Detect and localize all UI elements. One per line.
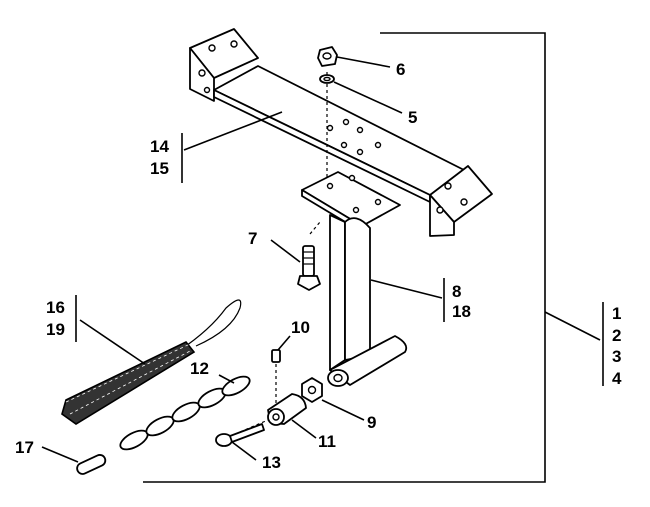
callout-8: 8 [452, 282, 461, 301]
callout-3: 3 [612, 347, 621, 366]
nut-part [317, 46, 338, 67]
sleeve-part [267, 393, 307, 426]
assembly-leader [544, 311, 601, 341]
callout-2: 2 [612, 326, 621, 345]
callout-12: 12 [190, 359, 209, 378]
stand-post [301, 171, 408, 387]
foot-nut-part [301, 377, 323, 403]
callout-1: 1 [612, 304, 621, 323]
callout-4: 4 [612, 369, 622, 388]
callout-9: 9 [367, 413, 376, 432]
set-screw-part [271, 349, 281, 404]
callout-15: 15 [150, 159, 169, 178]
callout-7: 7 [248, 229, 257, 248]
callout-10: 10 [291, 318, 310, 337]
callout-17: 17 [15, 438, 34, 457]
assembly-bracket-line [143, 32, 546, 483]
callout-11: 11 [318, 432, 336, 451]
callout-19: 19 [46, 320, 65, 339]
callout-18: 18 [452, 302, 471, 321]
chain-part [119, 375, 251, 451]
washer-part [319, 74, 335, 84]
callout-13: 13 [262, 453, 281, 472]
callout-5: 5 [408, 108, 417, 127]
quick-link-part [76, 454, 107, 475]
callout-6: 6 [396, 60, 405, 79]
cable-grip-part [61, 299, 242, 425]
clevis-pin-part [215, 419, 269, 447]
bolt-part [297, 221, 321, 291]
callout-16: 16 [46, 298, 65, 317]
callout-14: 14 [150, 137, 169, 156]
leader-lines [41, 56, 443, 463]
